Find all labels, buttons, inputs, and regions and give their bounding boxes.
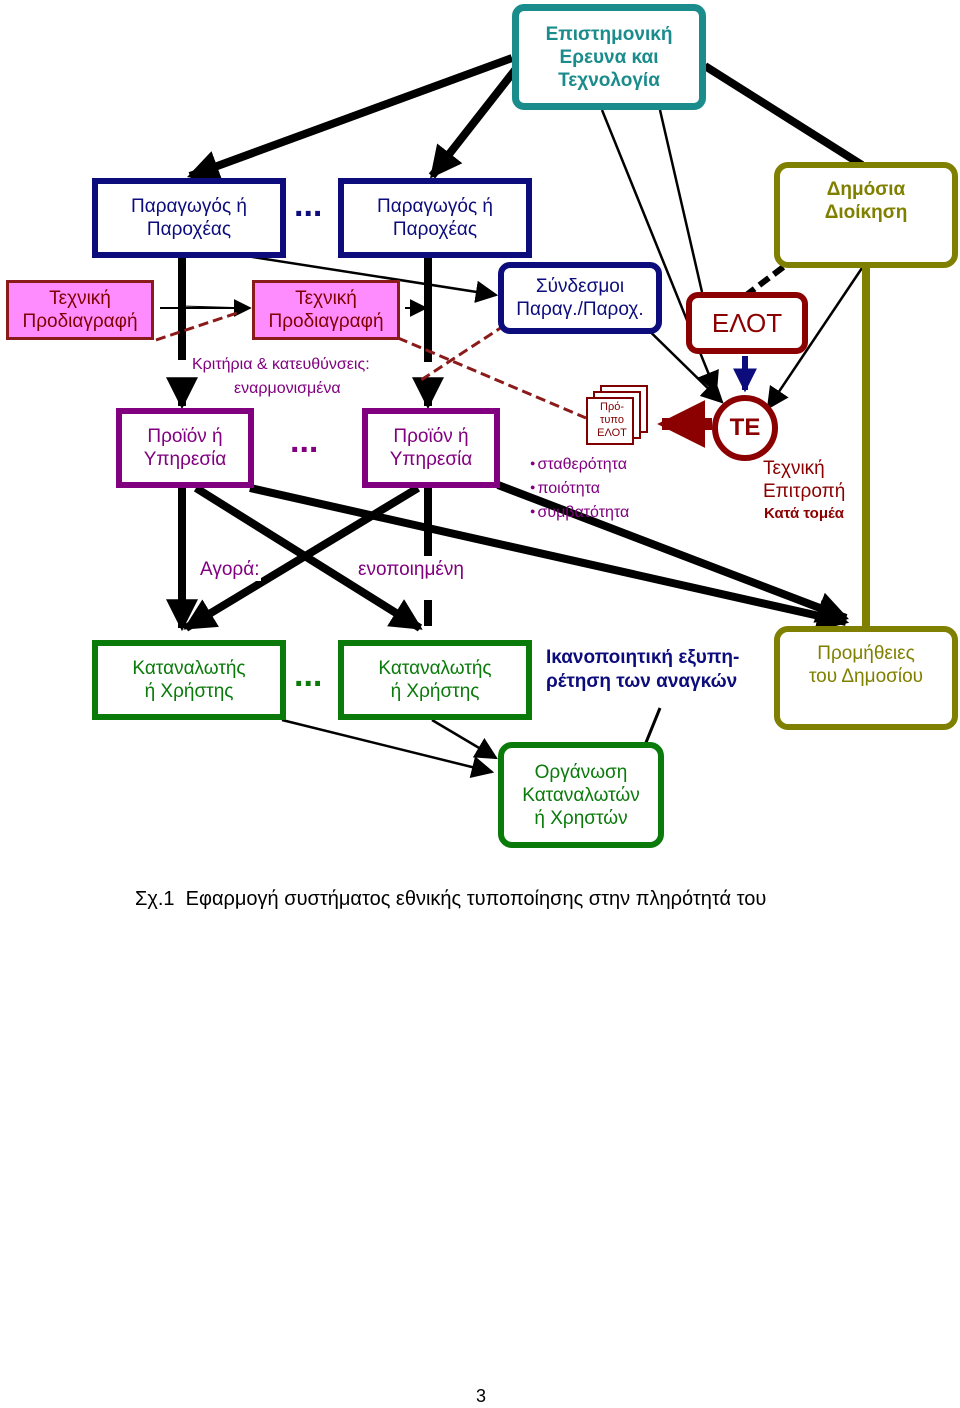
product-2-line-2: Υπηρεσία — [389, 449, 473, 470]
tech-spec-box-2: Τεχνική Προδιαγραφή — [252, 280, 400, 340]
consumer-box-2: Καταναλωτής ή Χρήστης — [338, 640, 532, 720]
page-number: 3 — [476, 1386, 487, 1406]
arrow-research-to-producer-2 — [428, 67, 519, 179]
arrow-product-2-to-consumer-1 — [183, 484, 421, 632]
arrow-public-admin-to-te — [766, 267, 864, 410]
standard-prop-quality: ποιότητα — [530, 476, 629, 500]
product-1-line-1: Προϊόν ή — [147, 426, 223, 447]
dashed-elot-to-public-admin — [743, 259, 792, 299]
tech-committee-line-2: Επιτροπή — [763, 481, 846, 502]
associations-box: Σύνδεσμοι Παραγ./Παροχ. — [498, 262, 662, 334]
ellipsis-producers: ... — [294, 186, 323, 224]
tech-committee-circle: ΤΕ — [712, 395, 778, 461]
product-1-line-2: Υπηρεσία — [143, 449, 227, 470]
consumer-1-line-2: ή Χρήστης — [144, 681, 234, 702]
tech-spec-box-1: Τεχνική Προδιαγραφή — [6, 280, 154, 340]
research-line-3: Τεχνολογία — [558, 69, 660, 91]
line-research-to-elot — [658, 109, 704, 293]
arrow-product-1-to-procurement — [249, 484, 850, 632]
standard-doc-line-1: Πρό- — [600, 401, 624, 413]
arrow-producer-to-associations — [245, 254, 499, 303]
elot-label: ΕΛΟΤ — [711, 307, 783, 338]
producer-box-1: Παραγωγός ή Παροχέας — [92, 178, 286, 258]
associations-line-1: Σύνδεσμοι — [535, 276, 625, 297]
consumer-1-line-1: Καταναλωτής — [132, 658, 246, 679]
public-admin-line-2: Διοίκηση — [824, 202, 908, 223]
public-admin-line-1: Δημόσια — [826, 179, 906, 200]
product-box-2: Προϊόν ή Υπηρεσία — [362, 408, 500, 488]
research-box: Επιστημονική Ερευνα και Τεχνολογία — [512, 4, 706, 110]
product-2-line-1: Προϊόν ή — [393, 426, 469, 447]
criteria-label-line-2: εναρμονισμένα — [234, 380, 341, 397]
dashed-tech-spec-2-to-standard — [397, 336, 587, 420]
standard-document-stack: Πρό- τυπο ΕΛΟΤ — [586, 385, 648, 457]
standard-prop-stability: σταθερότητα — [530, 452, 629, 476]
dashed-associations-to-standard — [417, 323, 506, 384]
arrow-consumer-2-to-org — [431, 718, 498, 760]
dashed-tech-spec-1-to-standard — [155, 310, 241, 342]
product-box-1: Προϊόν ή Υπηρεσία — [116, 408, 254, 488]
market-label-left: Αγορά: — [198, 559, 262, 581]
consumer-2-line-1: Καταναλωτής — [378, 658, 492, 679]
tech-committee-line-1: Τεχνική — [763, 458, 825, 479]
satisfaction-label-line-2: ρέτηση των αναγκών — [546, 671, 738, 692]
criteria-label-line-1: Κριτήρια & κατευθύνσεις: — [192, 356, 370, 373]
line-satisfaction-to-org — [643, 707, 662, 746]
arrow-consumer-1-to-org — [281, 718, 495, 779]
standard-properties-list: σταθερότητα ποιότητα συμβατότητα — [530, 452, 629, 524]
research-line-1: Επιστημονική — [545, 23, 673, 45]
producer-1-line-2: Παροχέας — [146, 219, 232, 240]
tech-committee-line-3: Κατά τομέα — [764, 505, 844, 522]
producer-2-line-2: Παροχέας — [392, 219, 478, 240]
procurement-line-1: Προμήθειες — [817, 643, 915, 664]
tech-spec-2-line-2: Προδιαγραφή — [268, 311, 384, 332]
associations-line-2: Παραγ./Παροχ. — [516, 299, 644, 320]
standard-doc-line-3: ΕΛΟΤ — [597, 427, 627, 439]
producer-box-2: Παραγωγός ή Παροχέας — [338, 178, 532, 258]
public-admin-box: Δημόσια Διοίκηση — [774, 162, 958, 268]
market-label-right: ενοποιημένη — [356, 559, 466, 581]
standard-doc-line-2: τυπο — [600, 414, 624, 426]
standard-document-label: Πρό- τυπο ΕΛΟΤ — [590, 401, 634, 440]
satisfaction-label-line-1: Ικανοποιητική εξυπη- — [546, 647, 740, 668]
consumer-box-1: Καταναλωτής ή Χρήστης — [92, 640, 286, 720]
consumer-org-line-1: Οργάνωση — [534, 761, 628, 783]
consumer-2-line-2: ή Χρήστης — [390, 681, 480, 702]
public-procurement-box: Προμήθειες του Δημοσίου — [774, 626, 958, 730]
standard-prop-compatibility: συμβατότητα — [530, 500, 629, 524]
consumer-org-line-2: Καταναλωτών — [522, 784, 640, 806]
ellipsis-consumers: ... — [294, 656, 323, 694]
figure-caption: Σχ.1 Εφαρμογή συστήματος εθνικής τυποποί… — [135, 888, 767, 910]
ellipsis-products: ... — [290, 422, 319, 460]
arrow-producer-to-tech-spec-2 — [181, 305, 251, 309]
line-research-to-public-admin — [702, 62, 865, 169]
tech-spec-2-line-1: Τεχνική — [295, 288, 357, 309]
research-line-2: Ερευνα και — [559, 46, 659, 68]
tech-spec-1-line-1: Τεχνική — [49, 288, 111, 309]
procurement-line-2: του Δημοσίου — [808, 666, 924, 687]
producer-2-line-1: Παραγωγός ή — [377, 196, 493, 217]
producer-1-line-1: Παραγωγός ή — [131, 196, 247, 217]
standard-sheet-front: Πρό- τυπο ΕΛΟΤ — [586, 397, 634, 445]
consumer-org-box: Οργάνωση Καταναλωτών ή Χρηστών — [498, 742, 664, 848]
consumer-org-line-3: ή Χρηστών — [534, 807, 628, 829]
tech-spec-1-line-2: Προδιαγραφή — [22, 311, 138, 332]
elot-box: ΕΛΟΤ — [686, 292, 808, 354]
arrow-research-to-producer-1 — [186, 54, 514, 182]
